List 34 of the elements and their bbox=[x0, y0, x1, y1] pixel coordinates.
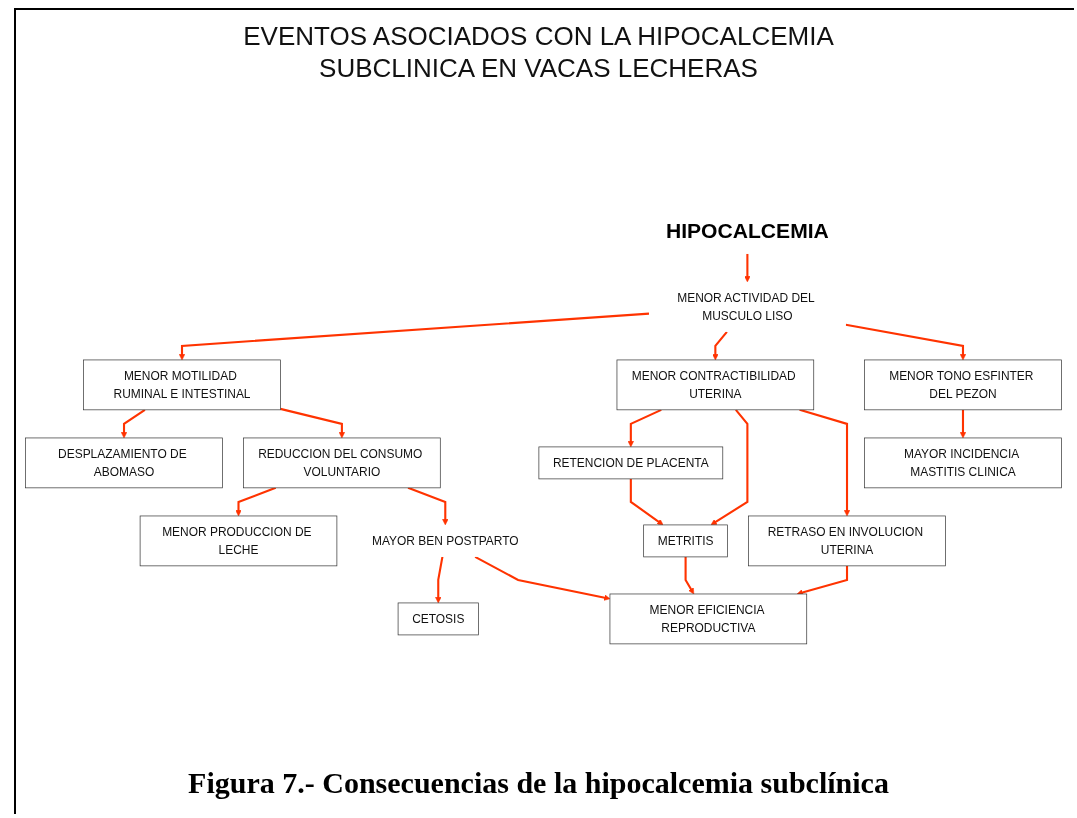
node-box: RETENCION DE PLACENTA bbox=[538, 446, 724, 480]
arrow bbox=[627, 408, 662, 448]
node-box: MENOR TONO ESFINTER DEL PEZON bbox=[864, 359, 1062, 411]
node-box: DESPLAZAMIENTO DE ABOMASO bbox=[25, 437, 223, 489]
diagram-title: EVENTOS ASOCIADOS CON LA HIPOCALCEMIA SUBCLINICA EN VACAS LECHERAS bbox=[242, 20, 835, 84]
node-box: MENOR EFICIENCIA REPRODUCTIVA bbox=[609, 593, 808, 645]
arrow bbox=[280, 407, 345, 439]
node-text: MENOR ACTIVIDAD DEL MUSCULO LISO bbox=[677, 291, 815, 323]
arrow bbox=[407, 486, 449, 526]
arrow bbox=[712, 331, 728, 361]
node-box: RETRASO EN INVOLUCION UTERINA bbox=[748, 515, 946, 567]
arrow bbox=[799, 408, 851, 517]
node-text: MAYOR BEN POSTPARTO bbox=[372, 534, 519, 548]
node-box: MENOR MOTILIDAD RUMINAL E INTESTINAL bbox=[83, 359, 281, 411]
node-box: MENOR PRODUCCION DE LECHE bbox=[139, 515, 338, 567]
arrow bbox=[959, 409, 967, 439]
node-box: MAYOR INCIDENCIA MASTITIS CLINICA bbox=[864, 437, 1062, 489]
arrow bbox=[796, 565, 849, 596]
node-box: CETOSIS bbox=[397, 602, 479, 636]
arrow bbox=[120, 408, 146, 439]
node-box: REDUCCION DEL CONSUMO VOLUNTARIO bbox=[243, 437, 441, 489]
arrow bbox=[845, 323, 967, 361]
node-box: METRITIS bbox=[643, 524, 728, 558]
arrow bbox=[474, 555, 611, 601]
arrow bbox=[178, 312, 650, 361]
node-text: HIPOCALCEMIA bbox=[665, 219, 829, 243]
arrow bbox=[710, 409, 749, 526]
arrow bbox=[629, 478, 664, 526]
arrow bbox=[435, 556, 444, 604]
arrow bbox=[684, 556, 695, 595]
arrow bbox=[744, 253, 751, 283]
node-box: MENOR CONTRACTIBILIDAD UTERINA bbox=[616, 359, 815, 411]
arrow bbox=[235, 486, 277, 517]
figure-caption: Figura 7.- Consecuencias de la hipocalcemia subclínica bbox=[188, 766, 889, 799]
